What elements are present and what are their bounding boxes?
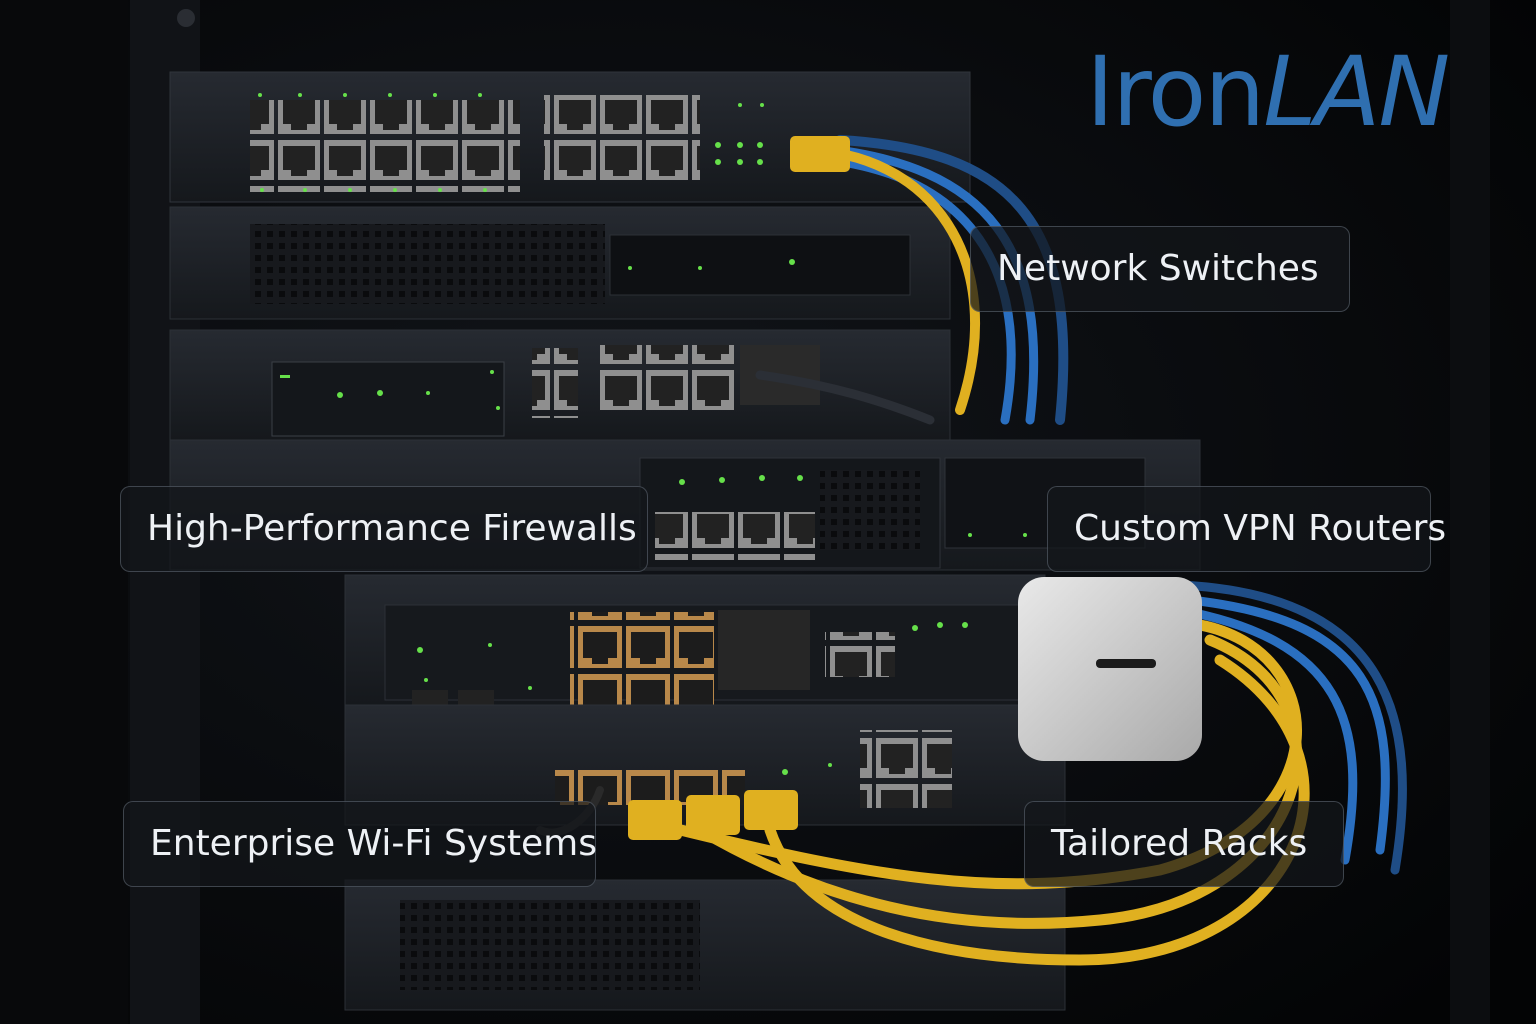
label-network-switches: Network Switches [970, 226, 1350, 312]
label-enterprise-wifi-systems: Enterprise Wi-Fi Systems [123, 801, 597, 887]
label-custom-vpn-routers: Custom VPN Routers [1047, 486, 1446, 572]
network-switch-2 [169, 206, 951, 320]
rack-rail-right [1450, 0, 1490, 1024]
wifi-access-point [1018, 577, 1202, 761]
label-tailored-racks: Tailored Racks [1024, 801, 1344, 887]
wifi-controller-unit [344, 574, 1046, 720]
ironlan-logo: IronLAN [1086, 36, 1450, 148]
label-high-performance-firewalls: High-Performance Firewalls [120, 486, 648, 572]
